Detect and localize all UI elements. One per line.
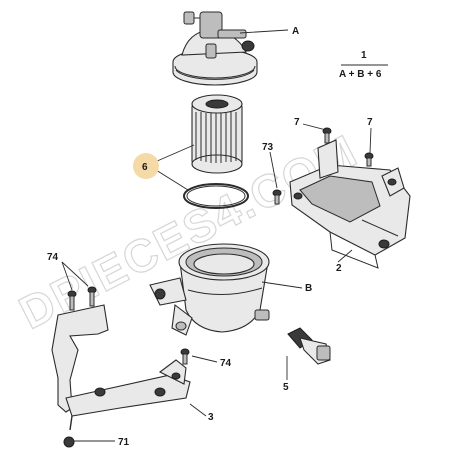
stud-73 [272, 189, 282, 205]
bolt-74-c [180, 348, 190, 365]
label-A: A [292, 26, 299, 37]
label-3: 3 [208, 412, 214, 423]
filter-body-part-b [149, 243, 270, 336]
filter-cap-part-a [172, 11, 258, 86]
label-74-bottom: 74 [220, 358, 232, 369]
label-74-top: 74 [47, 252, 59, 263]
label-6: 6 [142, 162, 148, 173]
label-7-right: 7 [367, 117, 373, 128]
support-bracket-part-3 [51, 304, 191, 417]
sensor-part-5 [287, 327, 331, 365]
screw-7-left [322, 127, 332, 144]
label-formula: A + B + 6 [339, 69, 382, 80]
label-71: 71 [118, 437, 130, 448]
highlight-marker [133, 153, 159, 179]
screw-7-right [364, 152, 374, 167]
label-5: 5 [283, 382, 289, 393]
label-B: B [305, 283, 312, 294]
label-2: 2 [336, 263, 342, 274]
label-7-left: 7 [294, 117, 300, 128]
seal-ring [183, 183, 249, 209]
bolt-74-b [87, 286, 97, 307]
filter-cartridge-part-6 [191, 94, 243, 174]
label-73: 73 [262, 142, 274, 153]
label-1: 1 [361, 50, 367, 61]
clip-71 [63, 415, 75, 448]
bolt-74-a [67, 290, 77, 311]
bracket-part-2 [289, 139, 411, 269]
